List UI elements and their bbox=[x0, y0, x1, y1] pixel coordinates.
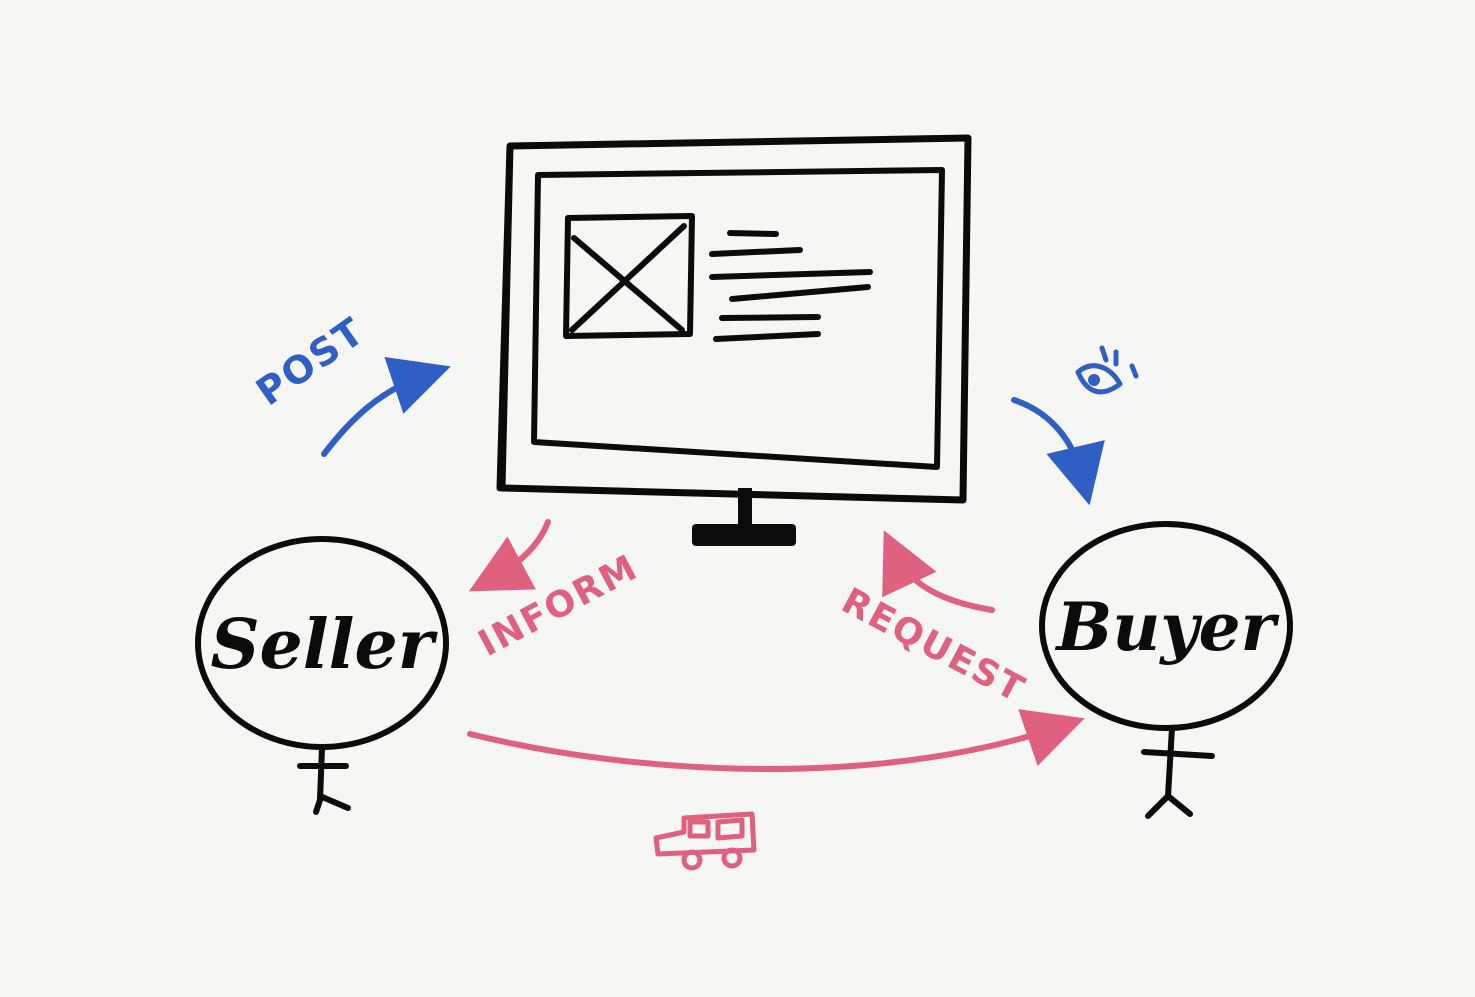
buyer-label: Buyer bbox=[1055, 588, 1280, 666]
eye-icon bbox=[1075, 345, 1139, 395]
monitor-screen bbox=[531, 167, 945, 470]
request-label: REQUEST bbox=[835, 581, 1032, 712]
listing-text-lines bbox=[709, 230, 873, 342]
post-label: POST bbox=[248, 308, 373, 414]
buyer-node: Buyer bbox=[1039, 521, 1293, 819]
seller-node: Seller bbox=[195, 536, 449, 815]
buyer-head bbox=[1039, 521, 1293, 731]
post-edge: POST bbox=[248, 308, 451, 457]
monitor-frame bbox=[496, 134, 972, 504]
request-edge: REQUEST bbox=[835, 530, 1032, 712]
monitor-stand bbox=[692, 524, 796, 546]
view-arrow bbox=[1011, 397, 1105, 506]
delivery-arrow bbox=[467, 709, 1085, 772]
image-placeholder-icon bbox=[563, 213, 695, 339]
inform-arrow bbox=[468, 519, 551, 592]
buyer-body bbox=[1141, 725, 1215, 819]
truck-icon bbox=[653, 811, 757, 871]
post-arrow bbox=[321, 356, 451, 457]
inform-label: INFORM bbox=[472, 547, 645, 665]
delivery-edge bbox=[467, 709, 1085, 871]
monitor-neck bbox=[738, 488, 752, 528]
monitor-icon bbox=[496, 134, 972, 546]
view-edge bbox=[1011, 345, 1139, 506]
seller-label: Seller bbox=[210, 605, 437, 685]
seller-body bbox=[297, 745, 351, 815]
inform-edge: INFORM bbox=[468, 519, 645, 665]
request-arrow bbox=[882, 530, 995, 613]
